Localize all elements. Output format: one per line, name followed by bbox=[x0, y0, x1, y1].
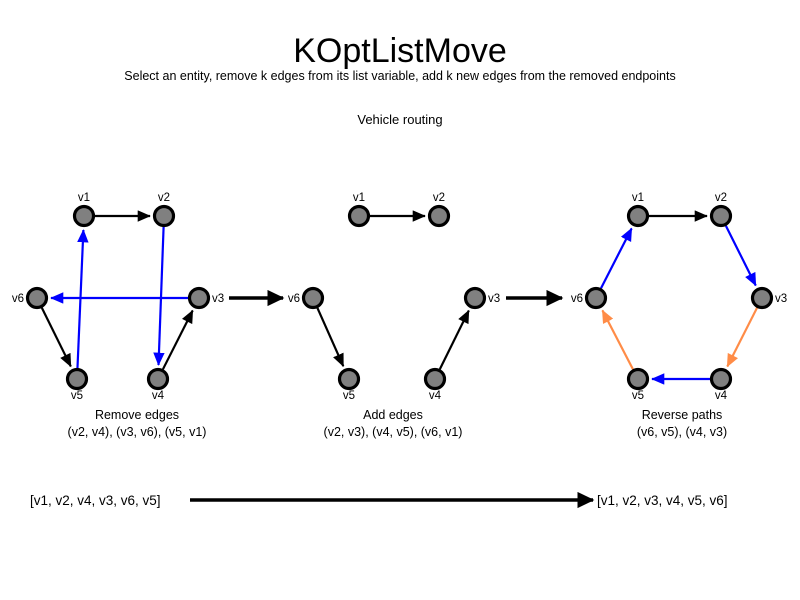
node-circle-v4[interactable] bbox=[146, 367, 170, 391]
node-circle-v2[interactable] bbox=[709, 204, 733, 228]
node-label-v3: v3 bbox=[488, 293, 500, 305]
node-label-v6: v6 bbox=[288, 293, 300, 305]
panel-add-caption-line2: (v2, v3), (v4, v5), (v6, v1) bbox=[324, 425, 463, 439]
node-circle-v4[interactable] bbox=[423, 367, 447, 391]
node-label-v6: v6 bbox=[571, 293, 583, 305]
node-circle-v5[interactable] bbox=[65, 367, 89, 391]
panel-reverse-node-v6[interactable]: v6 bbox=[571, 286, 608, 310]
panel-remove-edge-v4-v3 bbox=[161, 309, 194, 370]
panel-reverse-node-v4[interactable]: v4 bbox=[709, 367, 733, 403]
node-circle-v2[interactable] bbox=[427, 204, 451, 228]
page-title: KOptListMove bbox=[293, 32, 507, 70]
panel-add-node-v1[interactable]: v1 bbox=[347, 192, 371, 228]
panel-add-edge-v6-v5 bbox=[316, 307, 345, 368]
panel-reverse-node-v3[interactable]: v3 bbox=[750, 286, 788, 310]
node-circle-v6[interactable] bbox=[25, 286, 49, 310]
node-label-v2: v2 bbox=[715, 192, 727, 204]
node-label-v1: v1 bbox=[632, 192, 644, 204]
node-circle-v6[interactable] bbox=[301, 286, 325, 310]
section-label: Vehicle routing bbox=[357, 112, 442, 127]
panel-add-node-v3[interactable]: v3 bbox=[463, 286, 501, 310]
panel-remove-node-v5[interactable]: v5 bbox=[65, 367, 89, 403]
node-label-v4: v4 bbox=[152, 390, 165, 402]
panel-remove-node-v4[interactable]: v4 bbox=[146, 367, 170, 403]
panel-add-node-v4[interactable]: v4 bbox=[423, 367, 447, 403]
panel-remove-node-v6[interactable]: v6 bbox=[12, 286, 49, 310]
panel-add-caption-line1: Add edges bbox=[363, 408, 423, 422]
node-label-v1: v1 bbox=[353, 192, 365, 204]
panel-add-node-v6[interactable]: v6 bbox=[288, 286, 325, 310]
panel-add-edges bbox=[316, 210, 470, 370]
panel-remove-caption-line1: Remove edges bbox=[95, 408, 179, 422]
footer-before-list: [v1, v2, v4, v3, v6, v5] bbox=[30, 493, 161, 508]
panel-remove-node-v3[interactable]: v3 bbox=[187, 286, 225, 310]
node-label-v3: v3 bbox=[775, 293, 787, 305]
node-circle-v3[interactable] bbox=[187, 286, 211, 310]
footer-layer: [v1, v2, v4, v3, v6, v5] [v1, v2, v3, v4,… bbox=[30, 491, 728, 509]
node-label-v2: v2 bbox=[433, 192, 445, 204]
node-label-v5: v5 bbox=[343, 390, 355, 402]
panel-add-node-v2[interactable]: v2 bbox=[427, 192, 451, 228]
node-circle-v5[interactable] bbox=[626, 367, 650, 391]
node-circle-v3[interactable] bbox=[463, 286, 487, 310]
node-label-v4: v4 bbox=[429, 390, 442, 402]
panel-reverse-caption-line1: Reverse paths bbox=[642, 408, 723, 422]
footer-after-list: [v1, v2, v3, v4, v5, v6] bbox=[597, 493, 728, 508]
node-label-v3: v3 bbox=[212, 293, 224, 305]
panel-remove-edges bbox=[40, 210, 194, 370]
node-label-v2: v2 bbox=[158, 192, 170, 204]
panel-remove-edge-v5-v1 bbox=[76, 229, 89, 369]
panel-reverse-edge-v5-v6 bbox=[601, 309, 634, 370]
panel-reverse-edges bbox=[600, 210, 759, 385]
panel-reverse-caption-line2: (v6, v5), (v4, v3) bbox=[637, 425, 727, 439]
panel-remove-edge-v2-v4 bbox=[153, 226, 165, 366]
panel-reverse-node-v1[interactable]: v1 bbox=[626, 192, 650, 228]
panel-add-node-v5[interactable]: v5 bbox=[337, 367, 361, 403]
node-label-v1: v1 bbox=[78, 192, 90, 204]
node-label-v5: v5 bbox=[632, 390, 644, 402]
node-circle-v1[interactable] bbox=[72, 204, 96, 228]
panel-reverse-edge-v2-v3 bbox=[724, 225, 757, 287]
node-label-v5: v5 bbox=[71, 390, 83, 402]
node-circle-v5[interactable] bbox=[337, 367, 361, 391]
panel-reverse-node-v5[interactable]: v5 bbox=[626, 367, 650, 403]
node-circle-v3[interactable] bbox=[750, 286, 774, 310]
node-circle-v1[interactable] bbox=[626, 204, 650, 228]
panel-remove-caption-line2: (v2, v4), (v3, v6), (v5, v1) bbox=[68, 425, 207, 439]
page-subtitle: Select an entity, remove k edges from it… bbox=[124, 69, 675, 83]
node-label-v6: v6 bbox=[12, 293, 24, 305]
node-circle-v6[interactable] bbox=[584, 286, 608, 310]
node-circle-v2[interactable] bbox=[152, 204, 176, 228]
panel-add-edge-v4-v3 bbox=[438, 309, 470, 370]
panel-remove-node-v1[interactable]: v1 bbox=[72, 192, 96, 228]
node-circle-v1[interactable] bbox=[347, 204, 371, 228]
panel-remove-node-v2[interactable]: v2 bbox=[152, 192, 176, 228]
panel-reverse-edge-v6-v1 bbox=[600, 227, 633, 289]
panel-remove-edge-v6-v5 bbox=[40, 307, 72, 368]
node-label-v4: v4 bbox=[715, 390, 728, 402]
node-circle-v4[interactable] bbox=[709, 367, 733, 391]
panel-reverse-edge-v3-v4 bbox=[726, 307, 759, 368]
panel-reverse-node-v2[interactable]: v2 bbox=[709, 192, 733, 228]
